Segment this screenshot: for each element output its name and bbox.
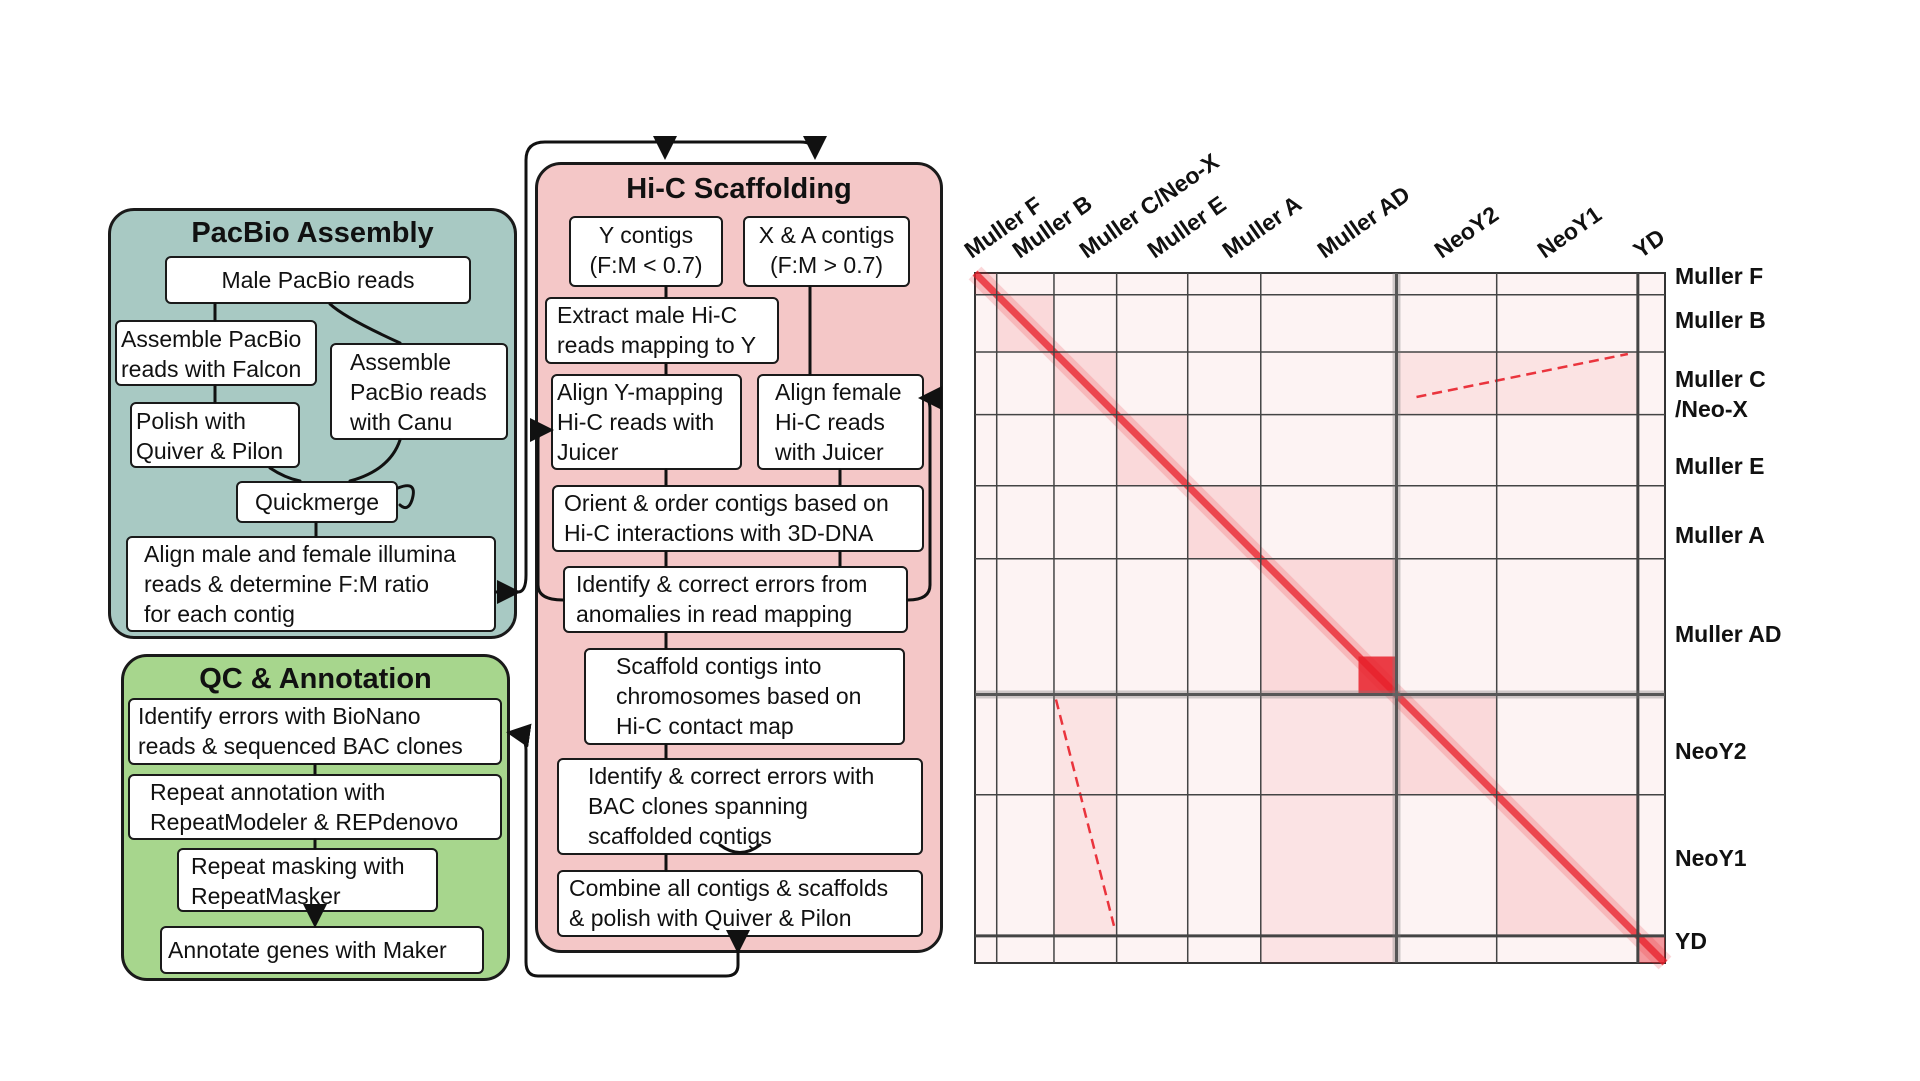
align-y-juicer-box: Align Y-mapping Hi-C reads with Juicer: [551, 374, 742, 470]
heatmap-yd-block: [1637, 935, 1665, 963]
align-illumina-box: Align male and female illumina reads & d…: [126, 536, 496, 632]
right-label-muller-ad: Muller AD: [1675, 621, 1782, 647]
y-contigs-box: Y contigs (F:M < 0.7): [569, 216, 723, 287]
identify-loop-left: [529, 418, 565, 602]
repeat-annotation-box: Repeat annotation with RepeatModeler & R…: [128, 774, 502, 840]
heatmap-neox-neoy-signal-top: [1416, 352, 1629, 399]
male-pacbio-reads-box: Male PacBio reads: [165, 256, 471, 304]
right-label-neoy2: NeoY2: [1675, 738, 1747, 764]
bac-merge-connector: [718, 843, 762, 854]
heatmap-gap-band-h: [975, 690, 1665, 699]
canu-assembly-box: Assemble PacBio reads with Canu: [330, 343, 508, 440]
heatmap-neo-shade-top: [1396, 351, 1638, 415]
right-label-yd: YD: [1675, 928, 1707, 954]
hic-to-qc-connector: [506, 723, 740, 978]
right-label-muller-c-neo-x: Muller C /Neo-X: [1675, 366, 1766, 422]
polish-to-quickmerge-connector: [268, 466, 302, 483]
orient-order-box: Orient & order contigs based on Hi-C int…: [552, 485, 924, 552]
combine-polish-box: Combine all contigs & scaffolds & polish…: [557, 870, 923, 937]
heatmap-ad-dense-block: [1358, 656, 1397, 695]
right-label-muller-f: Muller F: [1675, 263, 1764, 289]
repeat-masking-box: Repeat masking with RepeatMasker: [177, 848, 438, 912]
scaffold-contigs-box: Scaffold contigs into chromosomes based …: [584, 648, 905, 745]
hic-scaffolding-title: Hi-C Scaffolding: [626, 173, 852, 205]
xa-contigs-box: X & A contigs (F:M > 0.7): [743, 216, 910, 287]
heatmap-diagonal-halo: [968, 266, 1672, 970]
quickmerge-self-loop: [396, 484, 415, 510]
polish-quiver-pilon-box: Polish with Quiver & Pilon: [130, 402, 300, 468]
heatmap-ad-shade: [1260, 694, 1397, 963]
right-label-muller-a: Muller A: [1675, 522, 1765, 548]
qc-annotation-title: QC & Annotation: [199, 663, 432, 695]
reads-to-canu-connector: [328, 302, 402, 345]
heatmap-neox-neoy-signal-left: [1054, 699, 1116, 927]
heatmap-gap-band-v: [1392, 273, 1401, 963]
pacbio-assembly-title: PacBio Assembly: [191, 217, 434, 249]
canu-to-quickmerge-connector: [348, 438, 402, 483]
extract-hic-reads-box: Extract male Hi-C reads mapping to Y: [545, 297, 779, 364]
right-label-muller-e: Muller E: [1675, 453, 1765, 479]
right-label-neoy1: NeoY1: [1675, 845, 1747, 871]
right-label-muller-b: Muller B: [1675, 307, 1766, 333]
bac-clones-box: Identify & correct errors with BAC clone…: [557, 758, 923, 855]
heatmap-diagonal: [972, 270, 1668, 966]
identify-loop-right: [906, 386, 943, 602]
quickmerge-box: Quickmerge: [236, 481, 398, 523]
